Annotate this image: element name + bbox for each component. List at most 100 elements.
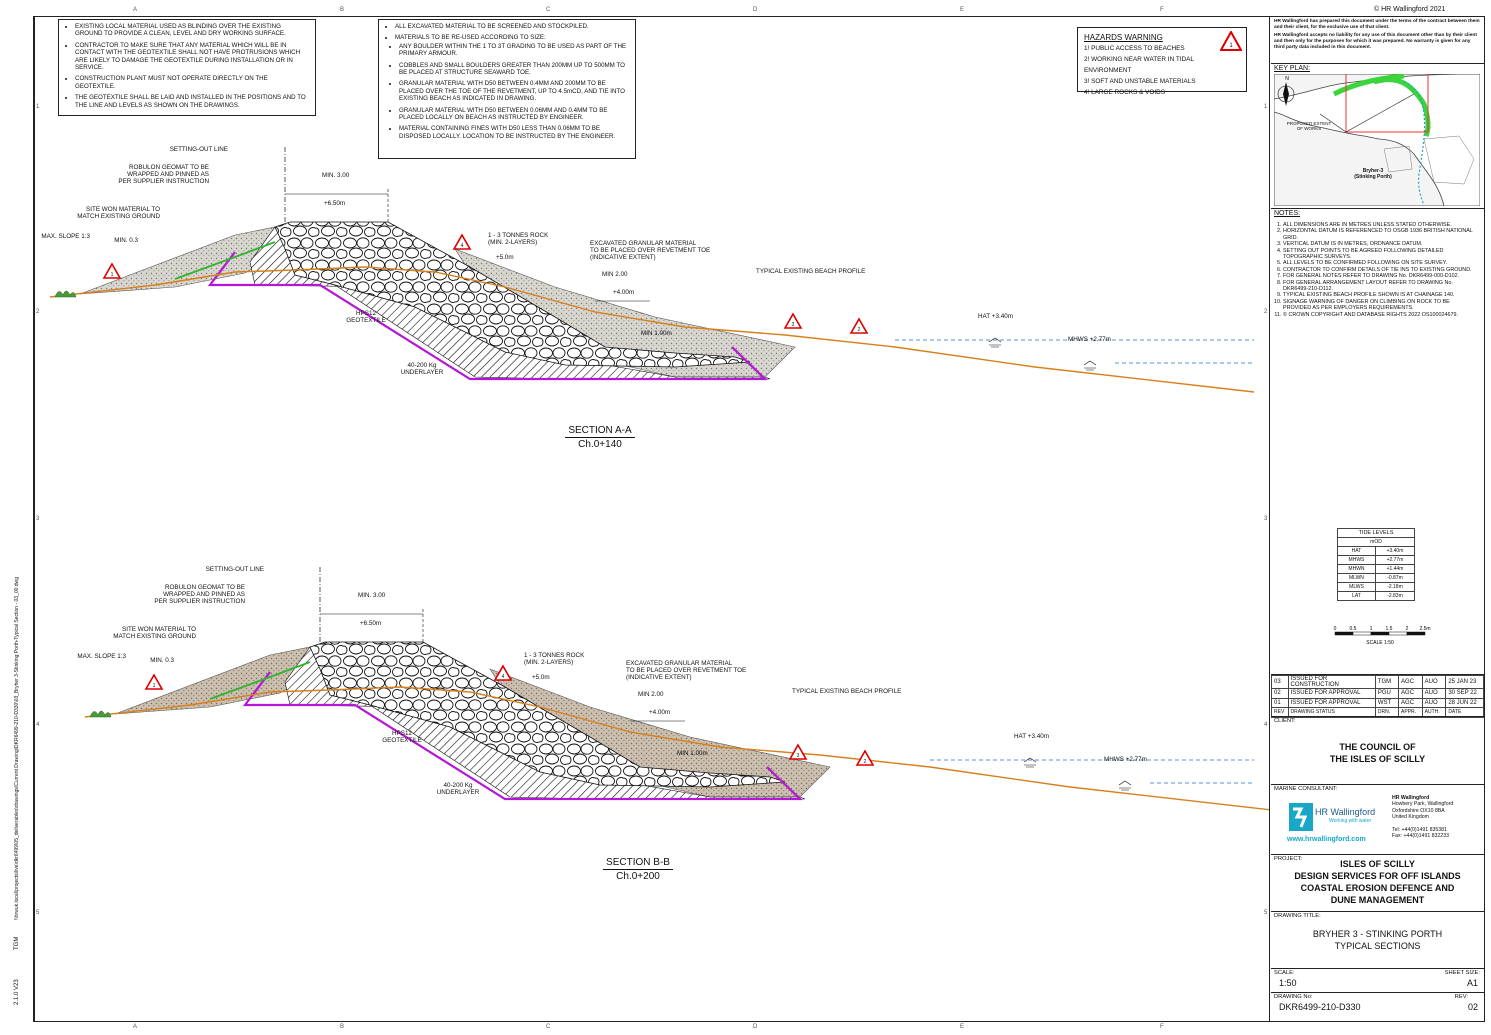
annotation-rock: 1 - 3 TONNES ROCK (MIN. 2-LAYERS) <box>488 232 549 246</box>
annotation-excavated: EXCAVATED GRANULAR MATERIAL TO BE PLACED… <box>590 240 711 261</box>
grid-col-ref: B <box>340 7 345 13</box>
hazard-number: 4 <box>461 243 464 249</box>
tide-cell: HAT <box>1337 546 1376 556</box>
hazard-sign-icon: 1 <box>102 262 122 279</box>
hazard-number: 3 <box>797 753 800 759</box>
tide-cell: MLWN <box>1337 573 1376 583</box>
hazard-triangle <box>452 233 472 250</box>
project-name: ISLES OF SCILLY DESIGN SERVICES FOR OFF … <box>1294 859 1461 905</box>
robulon-geomat <box>174 241 276 280</box>
hazard-item: 1! PUBLIC ACCESS TO BEACHES <box>1084 45 1185 52</box>
svg-text:1: 1 <box>1229 43 1233 49</box>
drawing-number-panel: DRAWING No: DKR6499-210-D330 REV: 02 <box>1271 992 1484 1022</box>
hazard-item: 3! SOFT AND UNSTABLE MATERIALS <box>1084 78 1196 85</box>
material-reuse-item: GRANULAR MATERIAL WITH D50 BETWEEN 0.4MM… <box>399 80 629 102</box>
tide-row: MHWN+1.44m <box>1337 564 1416 574</box>
side-strip <box>0 16 34 1022</box>
rev-value: 02 <box>1467 1002 1478 1012</box>
note-item: CONTRACTOR TO CONFIRM DETAILS OF TIE INS… <box>1283 267 1479 273</box>
scale-bar-tick: 1 <box>1370 626 1373 632</box>
annotation-setting-out: SETTING-OUT LINE <box>205 566 264 573</box>
tide-row: MHWS+2.77m <box>1337 555 1416 565</box>
consultant-address-line: Oxfordshire OX10 8BA <box>1392 807 1445 814</box>
revision-cell: 30 SEP 22 <box>1445 688 1484 699</box>
consultant-label: MARINE CONSULTANT: <box>1274 786 1338 792</box>
scale-bar-label: SCALE 1:50 <box>1366 640 1394 646</box>
disclaimer: HR Wallingford has prepared this documen… <box>1274 19 1480 50</box>
scale-label: SCALE: <box>1274 970 1295 976</box>
gn2-second: MATERIALS TO BE RE-USED ACCORDING TO SIZ… <box>395 34 629 140</box>
hr-wallingford-logo-icon <box>1289 803 1313 831</box>
hps12-geotextile <box>242 671 803 801</box>
hazard-triangle <box>849 317 869 334</box>
hazard-triangle <box>788 743 808 760</box>
note-item: TYPICAL EXISTING BEACH PROFILE SHOWN IS … <box>1283 292 1479 298</box>
annotation-excavated: EXCAVATED GRANULAR MATERIAL TO BE PLACED… <box>626 660 747 681</box>
scale-bar-segment <box>1370 631 1390 636</box>
scale-bar-tick: 1.5 <box>1386 626 1393 632</box>
drawing-no-value: DKR6499-210-D330 <box>1279 1002 1361 1012</box>
vegetation-icon <box>54 290 77 298</box>
hazard-triangle <box>493 664 513 681</box>
grid-col-ref: D <box>753 7 758 13</box>
water-level-icon <box>1083 360 1097 371</box>
grid-col-ref: D <box>753 1024 758 1030</box>
scale-bar-segment <box>1352 631 1372 636</box>
revision-cell: ISSUED FOR APPROVAL <box>1287 688 1376 699</box>
material-reuse-item: GRANULAR MATERIAL WITH D50 BETWEEN 0.06M… <box>399 107 629 122</box>
grid-col-ref: A <box>133 1024 138 1030</box>
general-notes-1: EXISTING LOCAL MATERIAL USED AS BLINDING… <box>58 19 316 116</box>
key-plan-extent-label: PROPOSED EXTENT OF WORKS <box>1286 121 1332 131</box>
hazard-item: 2! WORKING NEAR WATER IN TIDAL ENVIRONME… <box>1084 56 1194 74</box>
annotation-setting-out: SETTING-OUT LINE <box>169 146 228 153</box>
annotation-plus5: +5.0m <box>532 674 550 681</box>
hazards-warning: HAZARDS WARNING 1! PUBLIC ACCESS TO BEAC… <box>1077 27 1247 96</box>
scale-panel: SCALE: 1:50 SHEET SIZE: A1 <box>1271 968 1484 992</box>
drawing-title-panel: DRAWING TITLE: BRYHER 3 - STINKING PORTH… <box>1271 911 1484 968</box>
vegetation-icon <box>89 710 112 718</box>
scale-bar-tick: 0.5 <box>1350 626 1357 632</box>
tide-cell: +3.40m <box>1374 546 1416 556</box>
material-reuse-item: ANY BOULDER WITHIN THE 1 TO 3T GRADING T… <box>399 43 629 58</box>
annotation-site-won: SITE WON MATERIAL TO MATCH EXISTING GROU… <box>77 206 160 220</box>
scale-bar-segment <box>1406 631 1426 636</box>
consultant-address-line: Howbery Park, Wallingford <box>1392 801 1454 808</box>
side-version: 2.1.0 V23 <box>14 979 20 1005</box>
tide-row: LAT-2.83m <box>1337 591 1416 601</box>
annotation-min-03: MIN. 0.3 <box>150 657 174 664</box>
annotation-robulon: ROBULON GEOMAT TO BE WRAPPED AND PINNED … <box>118 164 209 185</box>
hps12-geotextile <box>207 251 768 381</box>
key-plan: KEY PLAN: N PROPOSED EXTENT OF WORKS Bry… <box>1271 63 1484 208</box>
note-item: ALL DIMENSIONS ARE IN METRES UNLESS STAT… <box>1283 222 1479 228</box>
drawing-title-name: BRYHER 3 - STINKING PORTH TYPICAL SECTIO… <box>1312 929 1443 951</box>
material-reuse-item: COBBLES AND SMALL BOULDERS GREATER THAN … <box>399 62 629 77</box>
revision-cell: TGM <box>1374 675 1400 689</box>
annotation-rock: 1 - 3 TONNES ROCK (MIN. 2-LAYERS) <box>524 652 585 666</box>
svg-text:N: N <box>1285 76 1289 82</box>
hazard-sign-icon: 4 <box>452 233 472 250</box>
notes-title: NOTES: <box>1274 210 1301 217</box>
annotation-hps12: HPS12 GEOTEXTILE <box>346 310 386 324</box>
revision-cell: AUO <box>1421 688 1447 699</box>
revision-cell: AGC <box>1398 675 1423 689</box>
material-reuse-item: MATERIAL CONTAINING FINES WITH D50 LESS … <box>399 125 629 140</box>
revision-cell: 03 <box>1271 675 1289 689</box>
tide-row: HAT+3.40m <box>1337 546 1416 556</box>
grid-row-ref: 5 <box>36 910 40 916</box>
annotation-hps12: HPS12 GEOTEXTILE <box>382 730 422 744</box>
grid-row-ref: 3 <box>36 516 40 522</box>
hazard-number: 3 <box>792 322 795 328</box>
consultant-address-line: Fax: +44(0)1491 832233 <box>1392 833 1449 840</box>
key-plan-map: N <box>1274 74 1480 206</box>
revision-cell: 02 <box>1271 688 1289 699</box>
annotation-min-200: MIN 2.00 <box>602 271 628 278</box>
revision-cell: 01 <box>1271 697 1289 708</box>
notes-panel: NOTES: ALL DIMENSIONS ARE IN METRES UNLE… <box>1271 208 1484 666</box>
